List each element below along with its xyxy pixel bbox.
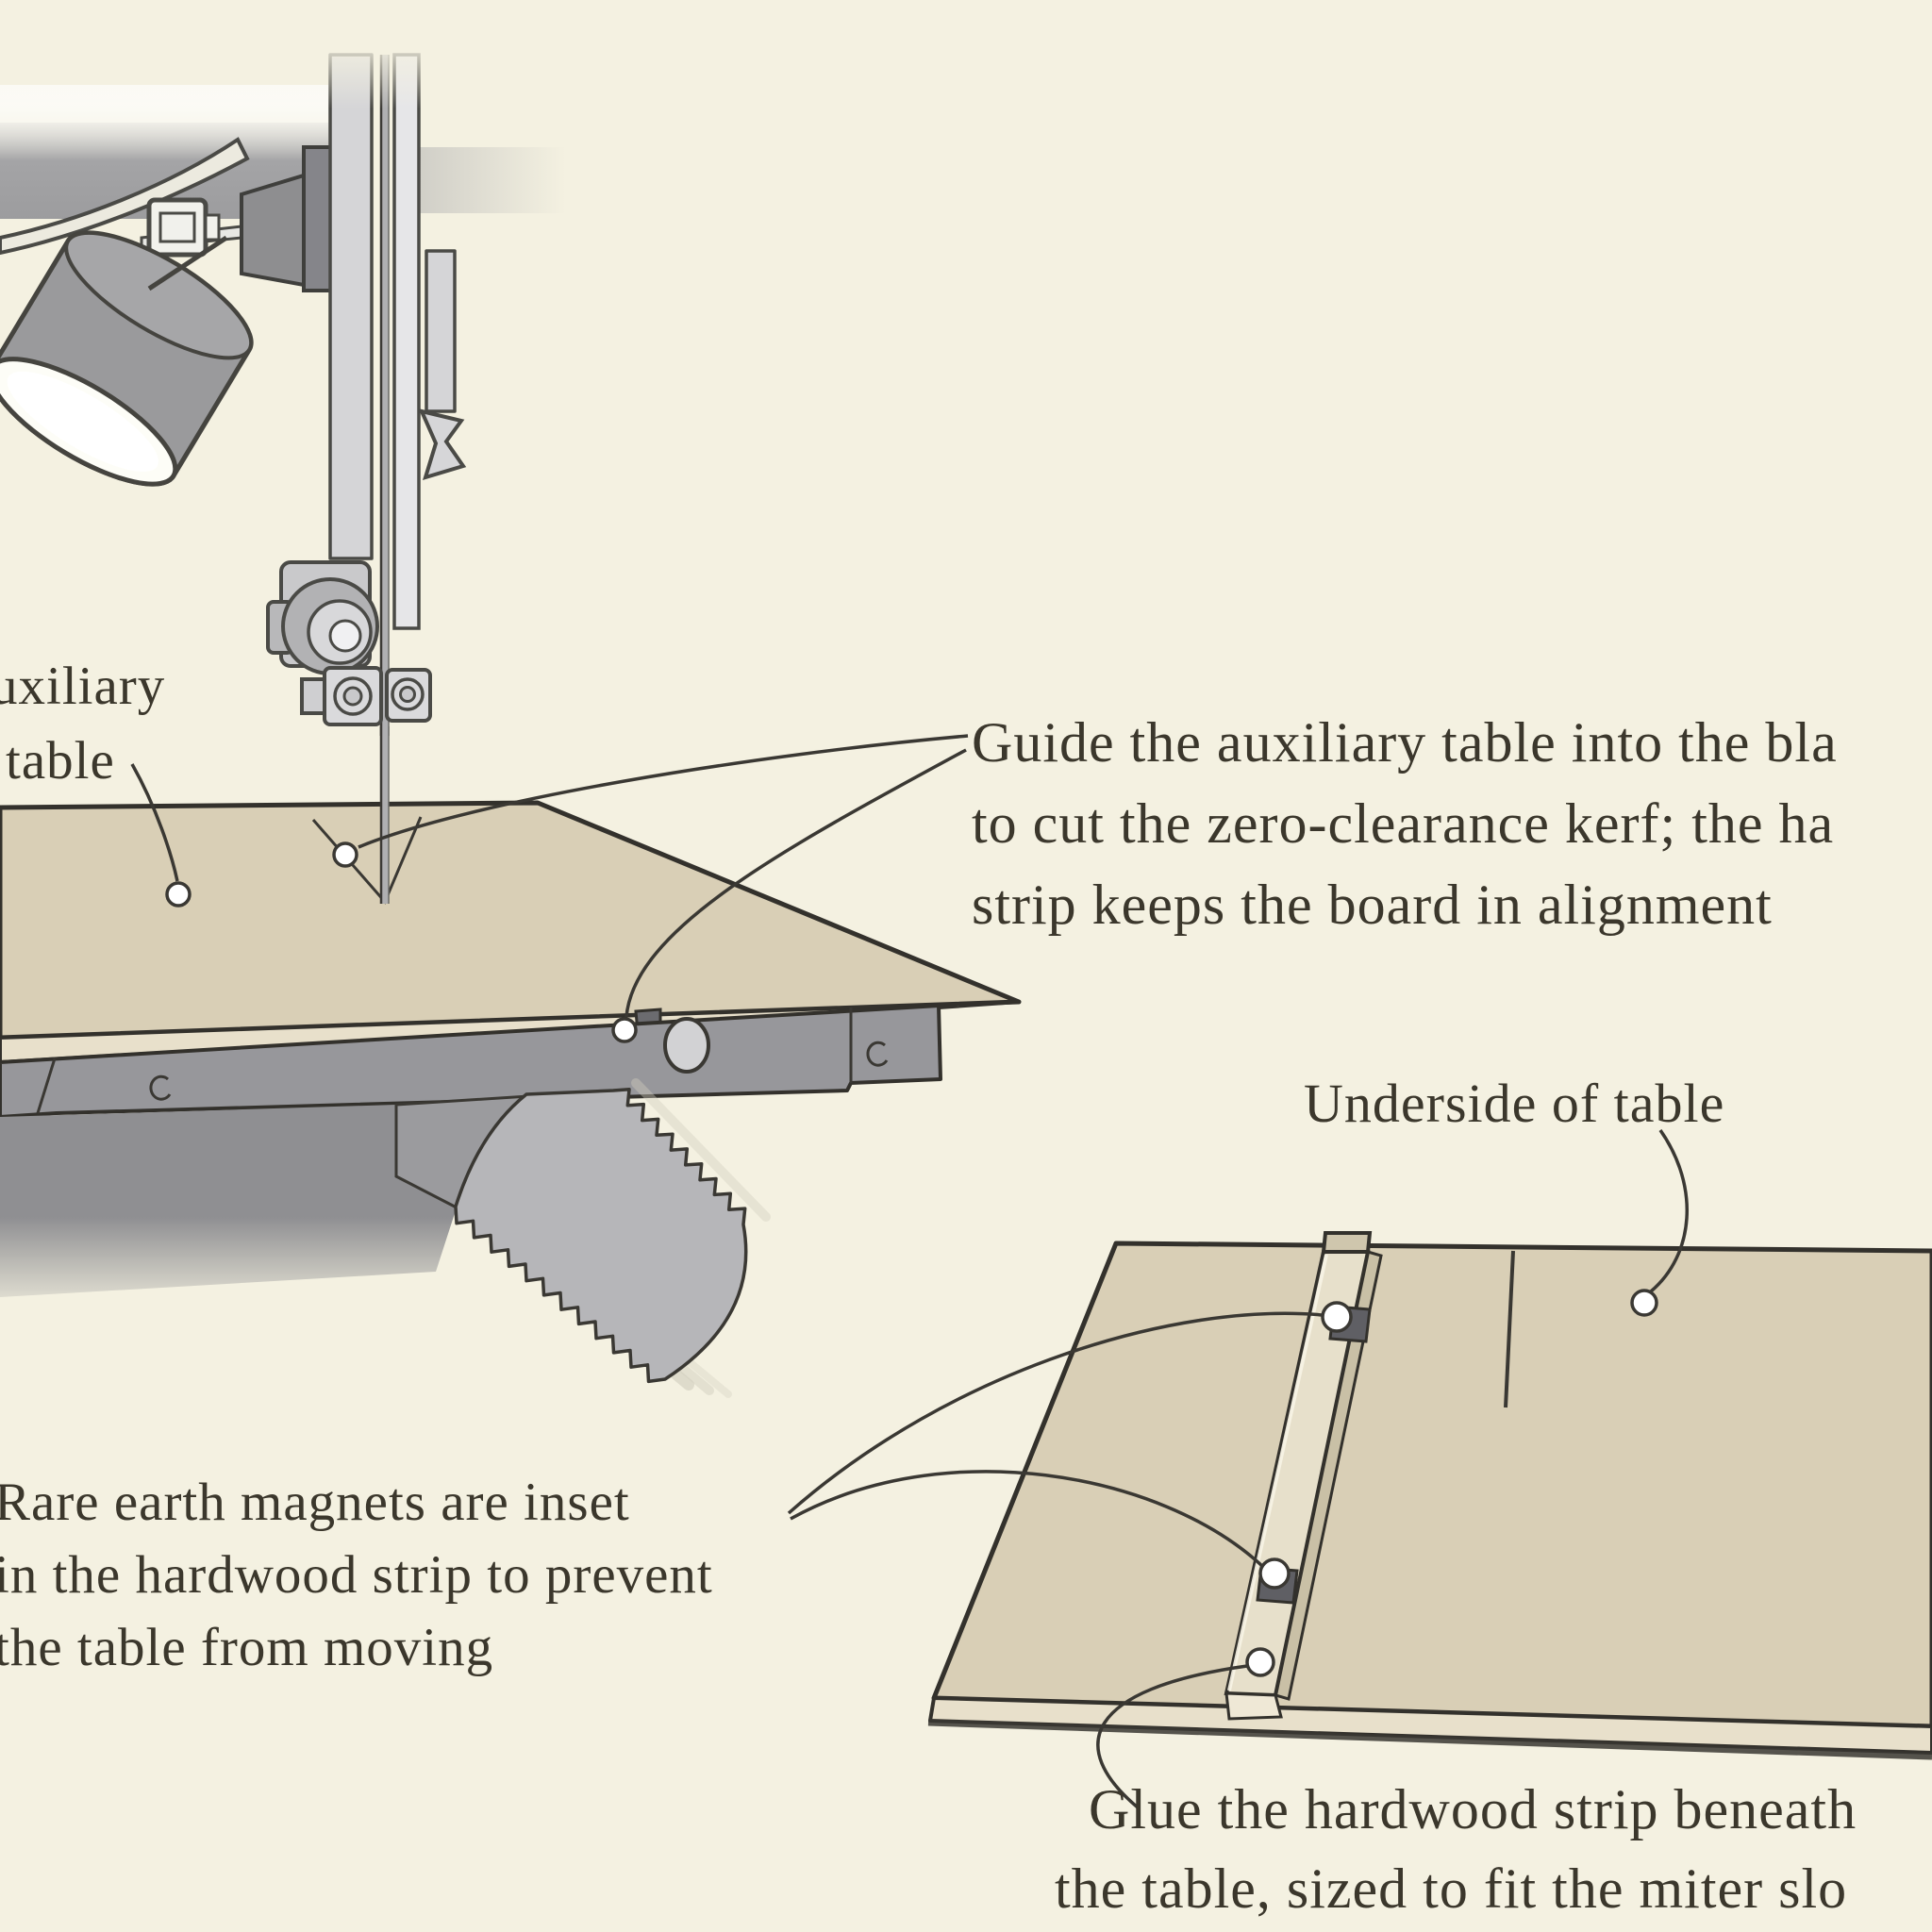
label-glue-line1: Glue the hardwood strip beneath [1089, 1778, 1857, 1840]
label-guide-line2: to cut the zero-clearance kerf; the ha [972, 792, 1835, 855]
leader-line-aux-table [130, 763, 179, 882]
leader-dot-underside [1630, 1289, 1658, 1317]
underside-kerf-line [1504, 1250, 1515, 1408]
leader-dot-glue [1245, 1647, 1275, 1677]
trunnion-body [0, 1105, 457, 1297]
leader-dot-strip-notch [611, 1017, 638, 1043]
label-magnets-line3: the table from moving [0, 1618, 494, 1677]
upper-leaders [130, 734, 969, 1043]
label-auxiliary-table-line1: uxiliary [0, 657, 166, 716]
leader-line-magnet-upper [787, 1311, 1324, 1515]
wing-nut [418, 408, 467, 480]
bandsaw-arm-housing-fade [415, 147, 566, 213]
leader-line-strip-notch [625, 748, 967, 1018]
label-glue-hardwood-strip: Glue the hardwood strip beneath the tabl… [1055, 1770, 1857, 1928]
label-magnets-line2: in the hardwood strip to prevent [0, 1545, 713, 1605]
bandsaw-blade-lower [379, 726, 390, 904]
label-auxiliary-table-line2: table [6, 731, 115, 791]
lock-knob [663, 1017, 710, 1074]
bandsaw-upper-assembly [0, 38, 660, 736]
label-glue-line2: the table, sized to fit the miter slo [1055, 1857, 1848, 1920]
leader-line-underside [1649, 1128, 1690, 1293]
label-auxiliary-table: uxiliary table [0, 649, 165, 798]
leader-dot-aux-table [165, 881, 192, 908]
label-guide-line1: Guide the auxiliary table into the bla [972, 711, 1838, 774]
underside-illustration [787, 1128, 1932, 1809]
label-guide-line3: strip keeps the board in alignment [972, 874, 1773, 936]
work-lamp [0, 230, 254, 487]
lamp-mount [240, 173, 306, 288]
tilt-gear-segment [454, 1088, 748, 1384]
auxiliary-table-on-saw [0, 726, 1022, 1398]
underside-board [931, 1241, 1932, 1729]
blade-guard-post [328, 53, 374, 560]
blade-guide-assembly [266, 560, 432, 726]
screw-mark-left [149, 1074, 172, 1101]
lamp-arm [147, 235, 228, 291]
leader-dot-kerf [332, 841, 358, 868]
underside-board-edge [928, 1696, 1932, 1755]
guard-bar [425, 249, 457, 413]
leader-dot-magnet-lower [1258, 1557, 1291, 1590]
top-fade [0, 38, 660, 108]
label-underside-of-table: Underside of table [1304, 1073, 1725, 1134]
leader-line-glue [1096, 1664, 1248, 1809]
leader-line-magnet-lower [790, 1470, 1264, 1568]
screw-mark-right [866, 1041, 889, 1067]
lamp-cable [0, 137, 250, 256]
cable-plug [146, 197, 221, 258]
label-rare-earth-magnets: Rare earth magnets are inset in the hard… [0, 1466, 713, 1684]
board-shadow-line [927, 1719, 1932, 1760]
label-guide-instructions: Guide the auxiliary table into the bla t… [972, 702, 1932, 945]
leader-dot-magnet-upper [1321, 1301, 1353, 1333]
apron-left-line [36, 1058, 57, 1114]
guide-post [392, 53, 421, 630]
leader-line-kerf [358, 734, 969, 849]
bandsaw-blade-upper [379, 55, 390, 736]
label-magnets-line1: Rare earth magnets are inset [0, 1473, 630, 1532]
